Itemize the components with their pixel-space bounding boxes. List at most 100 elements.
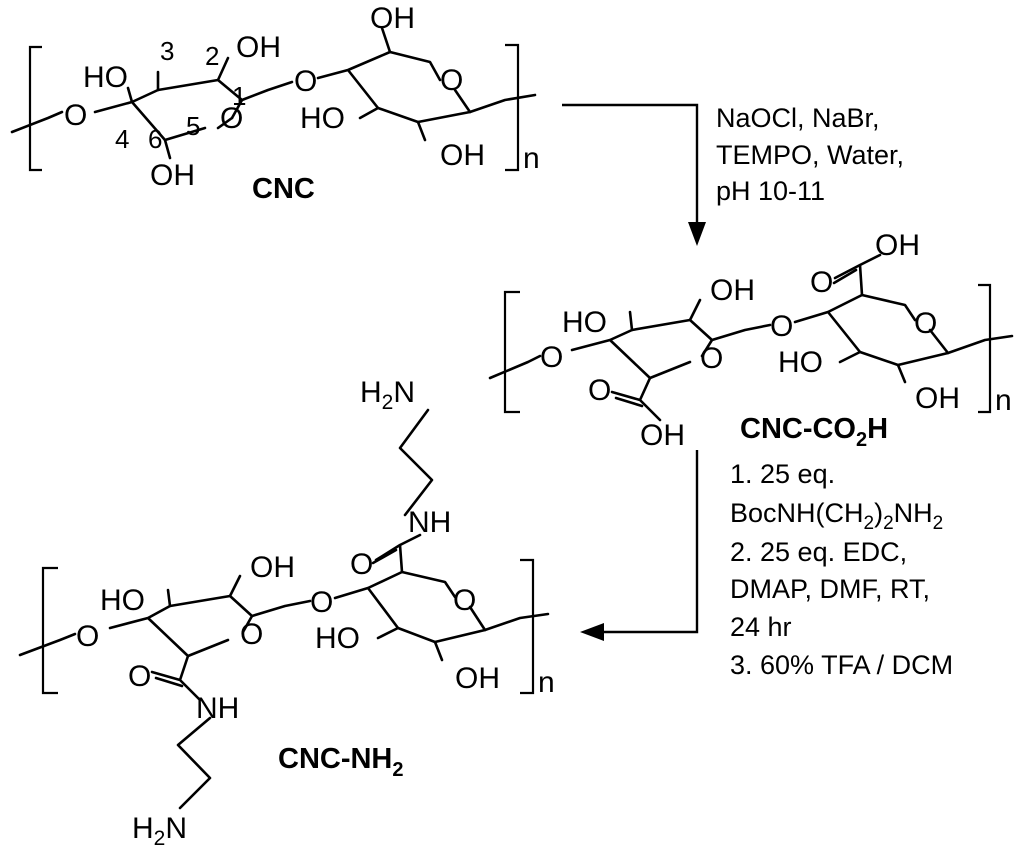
- atom-ho-left: HO: [562, 306, 607, 339]
- repeat-bracket-left: [503, 290, 520, 414]
- amine-chain-top: [398, 408, 434, 517]
- carbonyl-double-bond-2: [832, 268, 858, 285]
- h2n-bottom-n: N: [165, 812, 187, 845]
- atom-o-carbonyl-2: O: [810, 266, 833, 299]
- position-4: 4: [115, 124, 129, 154]
- position-5: 5: [186, 111, 200, 141]
- h2n-top-n: N: [393, 376, 415, 409]
- step2-reagent-sub2: 2: [883, 513, 894, 534]
- atom-ho-left: HO: [83, 61, 128, 94]
- atom-nh-top: NH: [408, 506, 451, 539]
- atom-o-ring2: O: [914, 307, 937, 340]
- atom-nh-bottom: NH: [196, 692, 239, 725]
- step1-condition-2: TEMPO, Water,: [716, 140, 904, 170]
- step2-condition-6: 3. 60% TFA / DCM: [730, 650, 953, 680]
- step2-condition-2: BocNH(CH2)2NH2: [730, 498, 943, 534]
- atom-o-ring1: O: [700, 342, 723, 375]
- step2-condition-4: DMAP, DMF, RT,: [730, 574, 930, 604]
- step2-arrow-line: [600, 450, 699, 634]
- atom-oh-acid-2: OH: [875, 229, 920, 262]
- atom-oh-right: OH: [455, 662, 500, 695]
- atom-ho-left: HO: [100, 584, 145, 617]
- repeat-bracket-right: [520, 558, 535, 695]
- repeat-bracket-left: [28, 45, 42, 172]
- atom-ho-right: HO: [778, 346, 823, 379]
- atom-o-carbonyl-bottom: O: [128, 660, 151, 693]
- h2n-bottom-sub: 2: [154, 827, 166, 850]
- position-6: 6: [148, 124, 162, 154]
- step2-reagent-pre: BocNH(CH: [730, 498, 864, 528]
- atom-o-ring2: O: [453, 584, 476, 617]
- atom-o-chain: O: [76, 620, 99, 653]
- label-cnc-nh2-main: CNC-NH: [278, 743, 392, 775]
- h2n-bottom-h: H: [132, 812, 154, 845]
- atom-h2n-bottom: H2N: [132, 812, 187, 850]
- step2-condition-1: 1. 25 eq.: [730, 459, 835, 489]
- atom-o-link: O: [294, 65, 317, 98]
- ring2-substituent-bonds: [374, 533, 444, 662]
- atom-o-carbonyl-top: O: [350, 548, 373, 581]
- label-cnc-co2h-sub: 2: [856, 429, 867, 451]
- compound-cnc-nh2: H2N NH O HO OH O O O O HO OH O NH H2N n …: [18, 376, 555, 850]
- position-2: 2: [205, 41, 219, 71]
- atom-oh-ring: OH: [236, 31, 281, 64]
- repeat-n-co2h: n: [995, 384, 1012, 417]
- atom-h2n-top: H2N: [360, 376, 415, 414]
- step1-condition-3: pH 10-11: [716, 176, 825, 206]
- step1-condition-1: NaOCl, NaBr,: [716, 103, 880, 133]
- chain-bond-right: [483, 612, 550, 632]
- repeat-bracket-right: [505, 43, 520, 172]
- carbonyl-double-bond-1: [614, 396, 644, 408]
- label-cnc-co2h-tail: H: [867, 413, 888, 445]
- atom-o-chain: O: [64, 99, 87, 132]
- atom-oh-right: OH: [915, 382, 960, 415]
- label-cnc-co2h: CNC-CO2H: [740, 413, 888, 451]
- chain-bond-right: [468, 93, 537, 114]
- step2-arrowhead: [580, 623, 604, 641]
- atom-o-chain: O: [540, 341, 563, 374]
- step2-reagent-mid: ): [874, 498, 883, 528]
- step2-condition-5: 24 hr: [730, 612, 792, 642]
- ring1-o-link-bonds: [216, 80, 294, 130]
- atom-oh-ring: OH: [250, 551, 295, 584]
- h2n-top-h: H: [360, 376, 382, 409]
- amine-chain-bottom: [176, 716, 212, 810]
- repeat-bracket-right: [978, 283, 992, 414]
- step1-arrow-line: [562, 103, 699, 228]
- atom-o-ring2: O: [440, 64, 463, 97]
- chain-bond-left: [18, 632, 77, 657]
- step2-reagent-sub3: 2: [933, 513, 944, 534]
- atom-o-carbonyl-1: O: [588, 374, 611, 407]
- step1: NaOCl, NaBr, TEMPO, Water, pH 10-11: [562, 103, 904, 246]
- repeat-n-cnc: n: [523, 142, 540, 175]
- atom-oh-ring: OH: [710, 274, 755, 307]
- atom-o-link: O: [770, 310, 793, 343]
- chain-bond-left: [488, 354, 542, 380]
- atom-ho-right: HO: [300, 102, 345, 135]
- position-3: 3: [160, 36, 174, 66]
- ring1-substituent-bonds: [150, 574, 312, 702]
- h2n-top-sub: 2: [382, 391, 394, 414]
- atom-ho-right: HO: [315, 622, 360, 655]
- compound-cnc-co2h: HO OH O O O O OH OH O O HO OH n CNC-CO2H: [488, 229, 1014, 452]
- step2-condition-3: 2. 25 eq. EDC,: [730, 537, 907, 567]
- label-cnc-nh2: CNC-NH2: [278, 743, 404, 781]
- repeat-bracket-left: [41, 566, 58, 695]
- step2-reagent-sub1: 2: [864, 513, 875, 534]
- chain-bond-left: [10, 110, 64, 134]
- ring2-substituent-bonds: [833, 253, 907, 384]
- step2-reagent-post: NH: [894, 498, 933, 528]
- atom-oh-bottom: OH: [150, 159, 195, 192]
- ring1-substituent-bonds: [610, 298, 772, 422]
- label-cnc: CNC: [252, 173, 315, 205]
- repeat-n-nh2: n: [538, 666, 555, 699]
- compound-cnc: HO OH O O O OH OH O HO OH 3 2 1 4 6 5 n …: [10, 2, 540, 205]
- ring2-substituent-bonds: [358, 26, 427, 142]
- atom-oh-top: OH: [370, 2, 415, 35]
- step2: 1. 25 eq. BocNH(CH2)2NH2 2. 25 eq. EDC, …: [580, 450, 953, 680]
- atom-o-ring1: O: [240, 618, 263, 651]
- carbonyl-double-bond-top: [371, 548, 398, 565]
- ring1-substituent-bonds: [126, 56, 230, 160]
- label-cnc-nh2-sub: 2: [392, 759, 403, 781]
